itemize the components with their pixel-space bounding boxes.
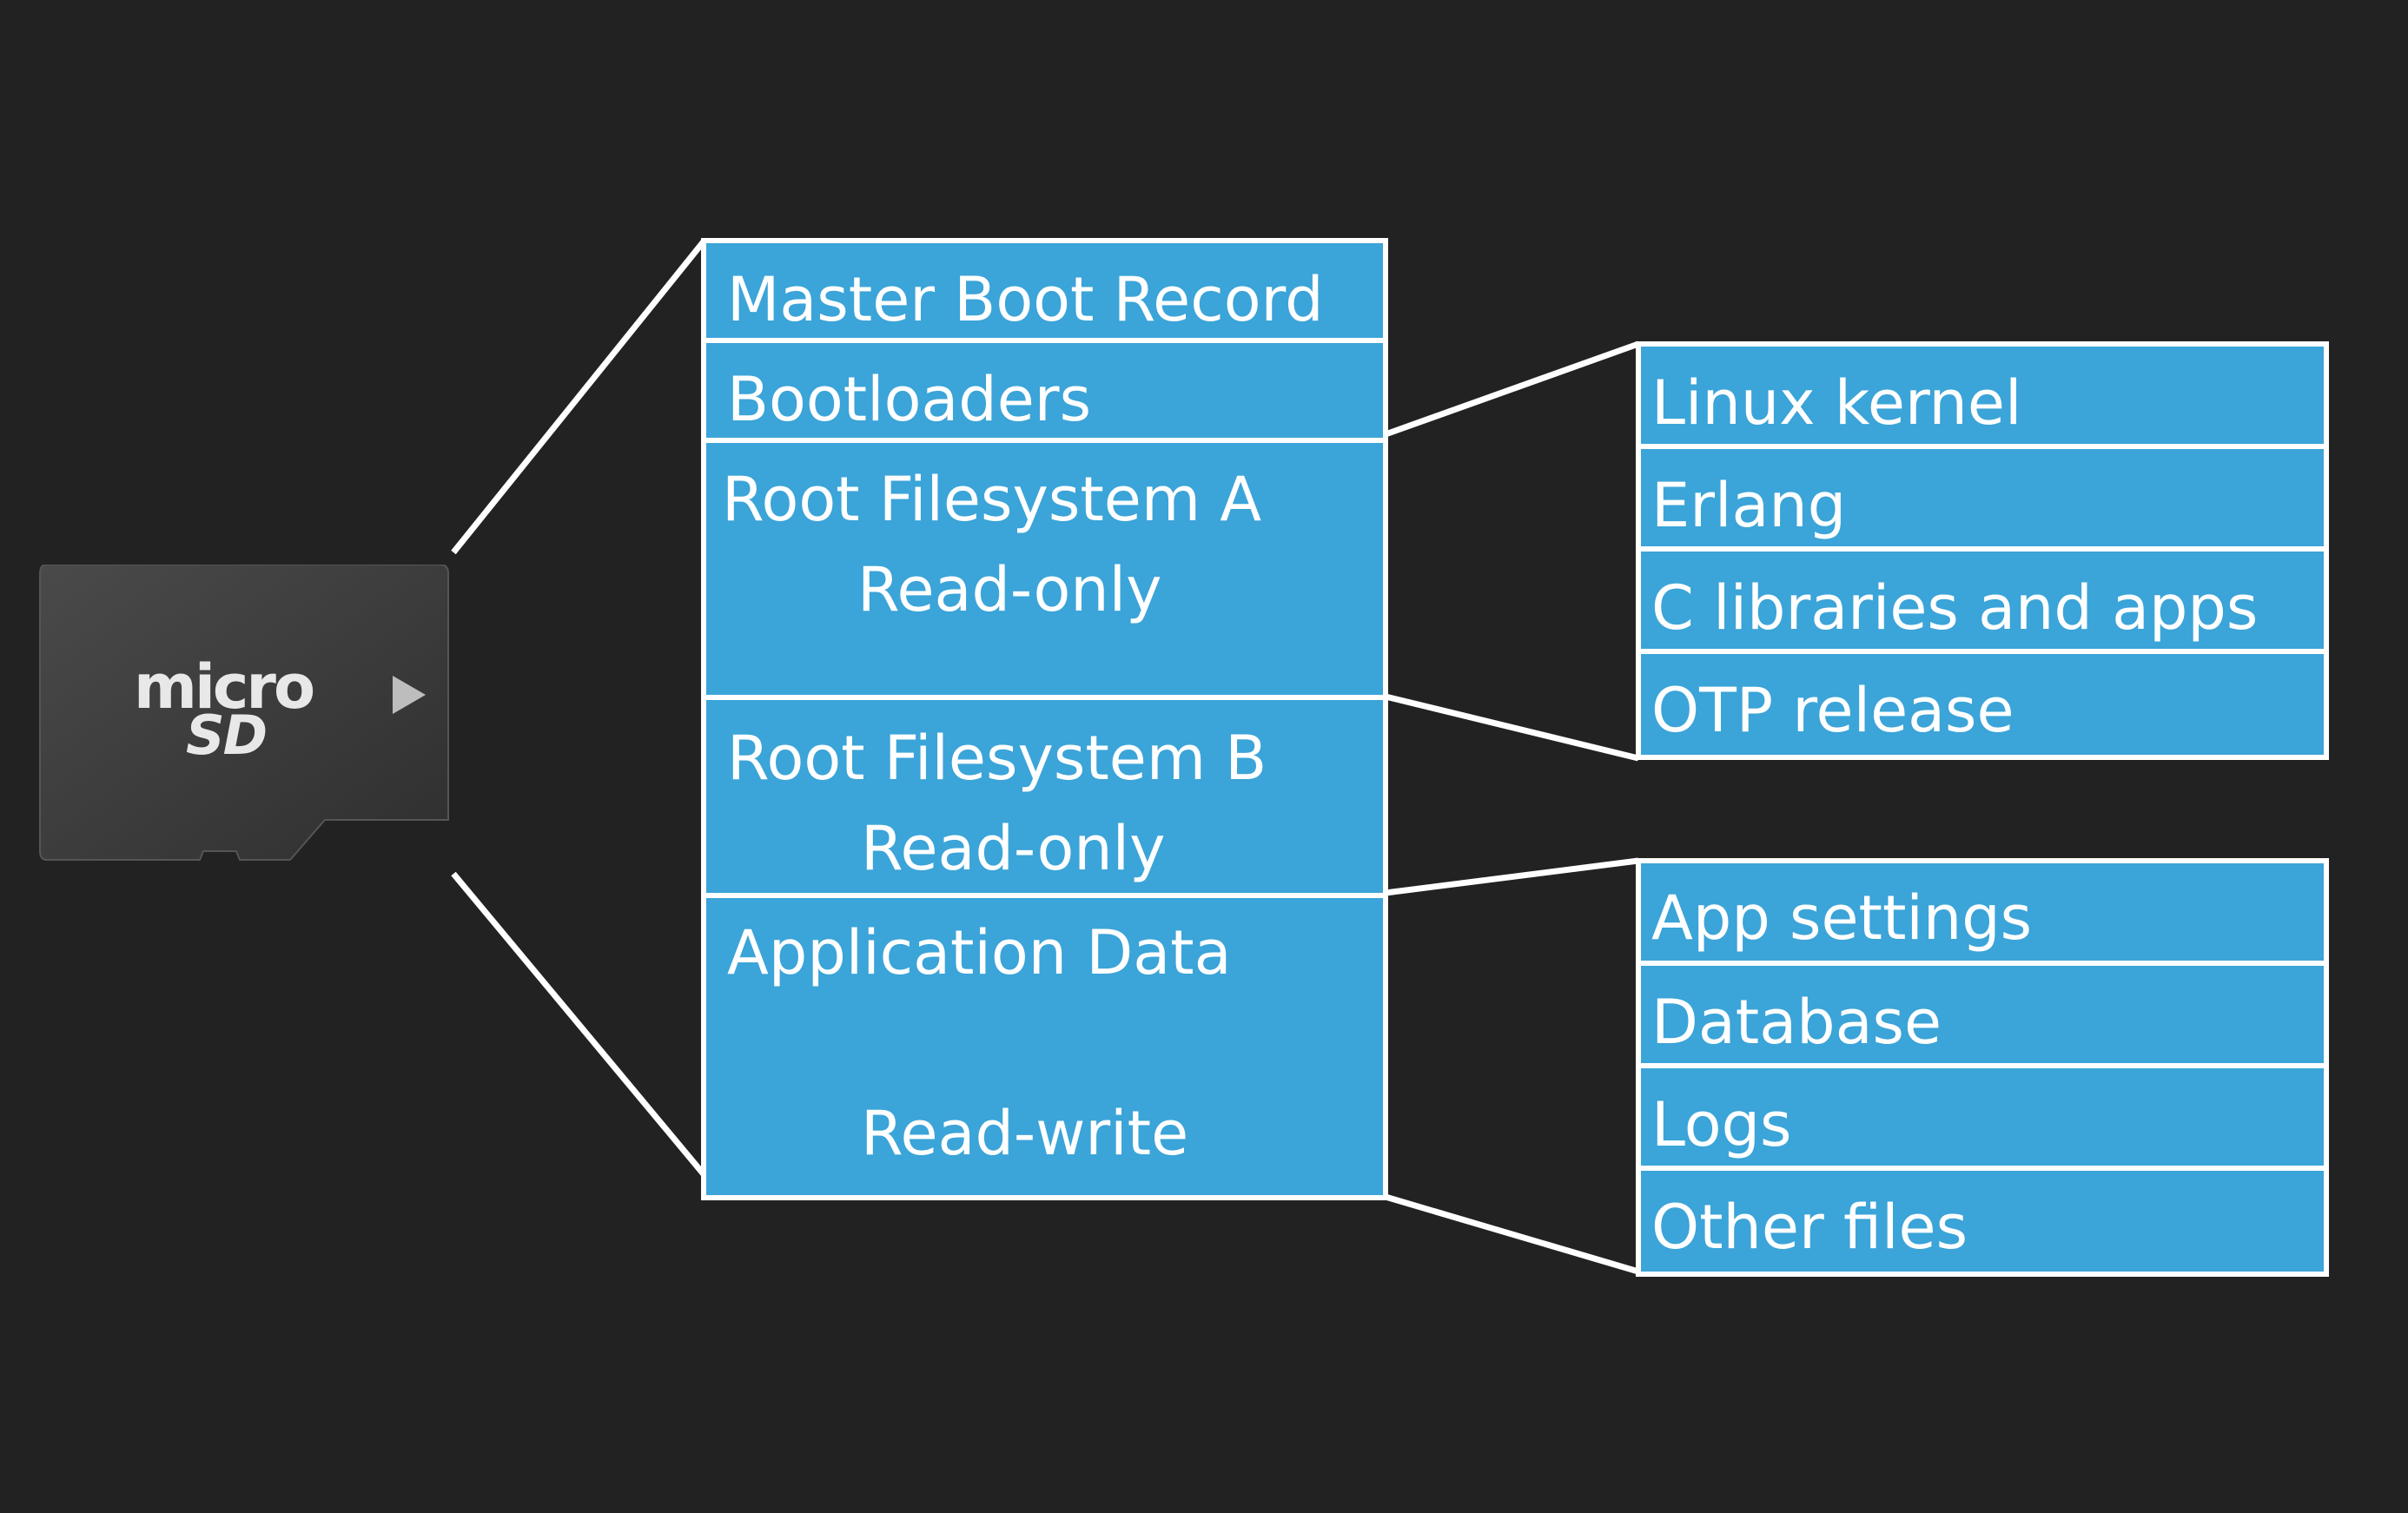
appdata-item-other-files: Other files bbox=[1636, 1166, 2329, 1277]
appdata-item-label: Database bbox=[1651, 987, 1942, 1058]
partition-bootloaders: Bootloaders bbox=[701, 338, 1388, 443]
card-to-partitions-top-line bbox=[451, 239, 706, 555]
appdata-item-database: Database bbox=[1636, 961, 2329, 1068]
partition-rootfs-a-mode: Read-only bbox=[857, 554, 1162, 625]
partition-mbr: Master Boot Record bbox=[701, 238, 1388, 343]
rootfs-item-otp-release: OTP release bbox=[1636, 649, 2329, 760]
partition-rootfs-b: Root Filesystem B Read-only bbox=[701, 695, 1388, 898]
partition-rootfs-a-label: Root Filesystem A bbox=[722, 464, 1262, 535]
appdata-to-contents-bottom-line bbox=[1385, 1193, 1639, 1275]
partition-app-data: Application Data Read-write bbox=[701, 893, 1388, 1200]
card-to-partitions-bottom-line bbox=[451, 871, 706, 1177]
rootfs-item-label: C libraries and apps bbox=[1651, 572, 2259, 644]
rootfs-to-contents-bottom-line bbox=[1385, 693, 1639, 762]
appdata-item-logs: Logs bbox=[1636, 1063, 2329, 1171]
appdata-to-contents-top-line bbox=[1385, 857, 1639, 896]
appdata-item-app-settings: App settings bbox=[1636, 858, 2329, 966]
microsd-card-image: micro SD bbox=[38, 564, 453, 863]
rootfs-to-contents-top-line bbox=[1384, 340, 1640, 438]
rootfs-item-label: Erlang bbox=[1651, 470, 1847, 541]
partition-bootloaders-label: Bootloaders bbox=[727, 364, 1092, 435]
rootfs-item-label: Linux kernel bbox=[1651, 367, 2022, 439]
appdata-item-label: Other files bbox=[1651, 1192, 1968, 1263]
microsd-logo-micro: micro bbox=[134, 651, 315, 723]
partition-rootfs-b-mode: Read-only bbox=[861, 813, 1166, 884]
rootfs-item-c-libraries: C libraries and apps bbox=[1636, 546, 2329, 654]
appdata-item-label: Logs bbox=[1651, 1089, 1792, 1160]
insert-arrow-icon bbox=[393, 676, 426, 714]
partition-rootfs-b-label: Root Filesystem B bbox=[727, 723, 1267, 794]
rootfs-item-label: OTP release bbox=[1651, 675, 2014, 746]
partition-mbr-label: Master Boot Record bbox=[727, 264, 1324, 335]
partition-app-data-mode: Read-write bbox=[861, 1098, 1189, 1169]
microsd-card-icon bbox=[39, 564, 449, 861]
partition-app-data-label: Application Data bbox=[727, 917, 1232, 988]
rootfs-item-erlang: Erlang bbox=[1636, 444, 2329, 552]
appdata-item-label: App settings bbox=[1651, 882, 2033, 954]
microsd-logo-sd: SD bbox=[186, 704, 268, 767]
rootfs-item-linux-kernel: Linux kernel bbox=[1636, 341, 2329, 449]
partition-rootfs-a: Root Filesystem A Read-only bbox=[701, 438, 1388, 700]
